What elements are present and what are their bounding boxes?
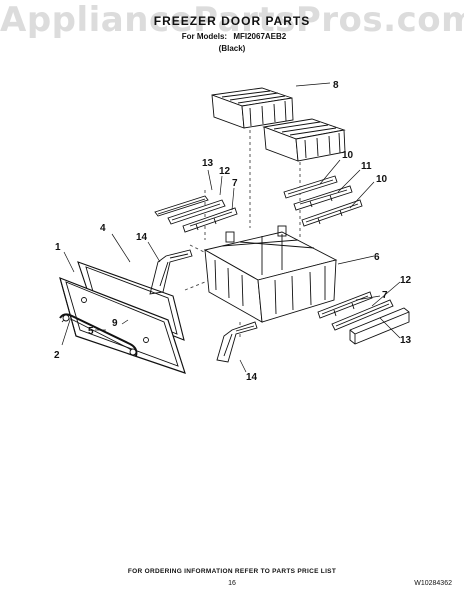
callout-1: 1 [55,242,61,253]
document-number: W10284362 [414,580,452,587]
callout-13-lower: 13 [400,335,412,346]
bracket-upper [149,249,193,295]
slide-lower-right [331,299,394,331]
rail-upper-right-b [301,199,363,227]
rail-upper-right-a [283,175,338,199]
callout-10-upper: 10 [342,150,354,161]
callout-11: 11 [361,161,372,172]
freezer-bin [203,225,338,323]
callout-14-upper: 14 [136,232,148,243]
basket-upper-left [211,87,294,129]
color-label: (Black) [218,44,246,53]
rail-upper-left [154,195,209,217]
basket-lower-right [262,118,346,162]
ordering-info: FOR ORDERING INFORMATION REFER TO PARTS … [127,568,337,575]
callout-6: 6 [374,252,380,263]
callout-9: 9 [112,318,118,329]
page-title: FREEZER DOOR PARTS [153,14,311,28]
slide-upper-right [293,185,353,211]
callout-12-upper: 12 [219,166,231,177]
callout-4: 4 [100,223,106,234]
model-prefix: For Models: [181,32,228,41]
page-number: 16 [228,580,236,587]
channel-lower-right [349,307,410,345]
watermark: AppliancePartsPros.com [0,0,464,40]
callout-7-upper: 7 [232,178,238,189]
callout-7-lower: 7 [382,290,388,301]
callout-12-lower: 12 [400,275,412,286]
slide-upper-left [167,199,226,225]
callout-14-lower: 14 [246,372,258,383]
callout-8: 8 [333,80,339,91]
model-line: For Models: MFI2067AEB2 [0,32,464,41]
callout-2: 2 [54,350,60,361]
slide-rail-upper [182,207,238,233]
model-number: MFI2067AEB2 [233,32,287,41]
door-panel [59,277,186,374]
bracket-lower [216,321,258,363]
callout-5: 5 [88,326,94,337]
callout-10-lower: 10 [376,174,388,185]
callout-13-upper: 13 [202,158,214,169]
